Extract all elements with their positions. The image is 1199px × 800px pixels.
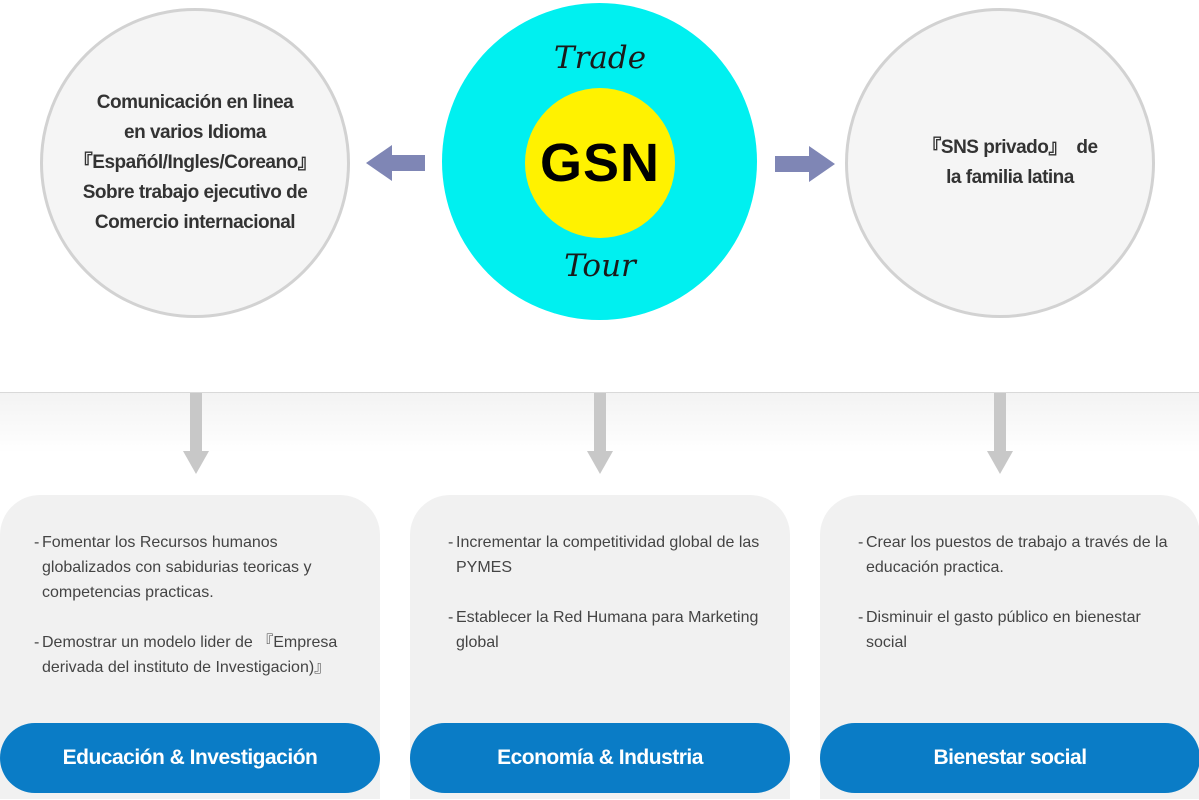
bullet-text: Fomentar los Recursos humanos globalizad… (42, 534, 312, 601)
list-item: - Fomentar los Recursos humanos globaliz… (34, 530, 354, 605)
bullet-dash: - (858, 609, 864, 626)
bullet-text: Establecer la Red Humana para Marketing … (456, 609, 759, 651)
card-label-wellbeing: Bienestar social (820, 723, 1199, 793)
list-item: - Demostrar un modelo lider de 『Empresa … (34, 630, 354, 680)
left-circle-line: Sobre trabajo ejecutivo de (82, 182, 308, 203)
right-circle-line: la familia latina (946, 167, 1074, 188)
center-bottom-word: Tour (564, 248, 636, 284)
card-wellbeing: - Crear los puestos de trabajo a través … (820, 495, 1199, 799)
bullet-dash: - (34, 534, 40, 551)
left-arrow-icon (366, 145, 425, 181)
center-top-word: Trade (553, 40, 647, 76)
card-education: - Fomentar los Recursos humanos globaliz… (0, 495, 380, 799)
left-circle-line: Comercio internacional (94, 212, 296, 233)
card-label-education: Educación & Investigación (0, 723, 380, 793)
list-item: - Disminuir el gasto público en bienesta… (858, 605, 1178, 655)
bullet-dash: - (34, 634, 40, 651)
bullet-text: Disminuir el gasto público en bienestar … (866, 609, 1141, 651)
list-item: - Establecer la Red Humana para Marketin… (448, 605, 768, 655)
left-circle-line: 『Españól/Ingles/Coreano』 (73, 152, 317, 173)
card-economy: - Incrementar la competitividad global d… (410, 495, 790, 799)
left-circle-text: Comunicación en linea en varios Idioma 『… (73, 88, 317, 238)
gsn-logo-text: GSN (539, 133, 661, 193)
card-body: - Incrementar la competitividad global d… (448, 530, 768, 680)
center-inner-circle: GSN (525, 88, 675, 238)
bullet-text: Crear los puestos de trabajo a través de… (866, 534, 1168, 576)
bullet-dash: - (858, 534, 864, 551)
card-body: - Fomentar los Recursos humanos globaliz… (34, 530, 354, 705)
right-circle: 『SNS privado』 de la familia latina (845, 8, 1155, 318)
bullet-dash: - (448, 534, 454, 551)
down-arrow-icon (987, 393, 1013, 474)
right-circle-line: 『SNS privado』 de (922, 137, 1098, 158)
left-circle-line: en varios Idioma (124, 122, 266, 143)
down-arrow-icon (587, 393, 613, 474)
card-label-economy: Economía & Industria (410, 723, 790, 793)
list-item: - Crear los puestos de trabajo a través … (858, 530, 1178, 580)
right-circle-text: 『SNS privado』 de la familia latina (922, 133, 1098, 193)
down-arrow-icon (183, 393, 209, 474)
bullet-text: Incrementar la competitividad global de … (456, 534, 760, 576)
left-circle: Comunicación en linea en varios Idioma 『… (40, 8, 350, 318)
right-arrow-icon (775, 146, 835, 182)
bullet-text: Demostrar un modelo lider de 『Empresa de… (42, 634, 338, 676)
list-item: - Incrementar la competitividad global d… (448, 530, 768, 580)
left-circle-line: Comunicación en linea (96, 92, 294, 113)
card-body: - Crear los puestos de trabajo a través … (858, 530, 1178, 680)
bullet-dash: - (448, 609, 454, 626)
